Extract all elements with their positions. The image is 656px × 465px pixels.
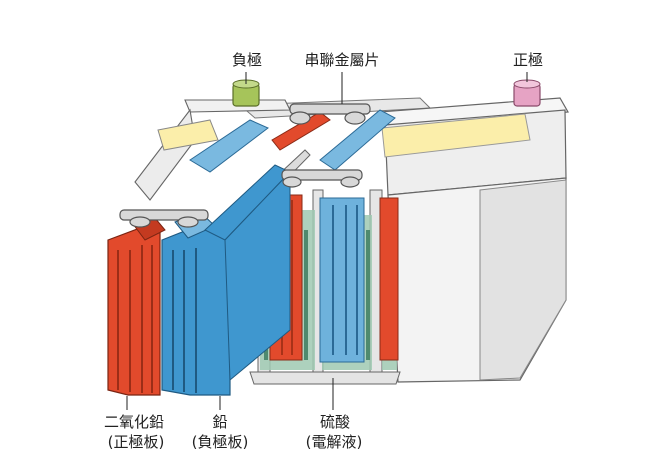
positive-plate-front: [107, 211, 166, 396]
negative-plate-middle: [319, 197, 365, 363]
label-connector-strap: 串聯金屬片: [304, 51, 380, 69]
label-electrolyte: (電解液): [305, 433, 363, 451]
connector-straps: [119, 103, 371, 228]
label-lead: 鉛: [212, 413, 228, 431]
leader-lines: [126, 72, 528, 410]
label-negative-terminal: 負極: [231, 51, 262, 69]
lid-highlight-left: [157, 119, 219, 151]
label-positive-plate: (正極板): [107, 433, 165, 451]
label-lead-dioxide: 二氧化鉛: [103, 413, 164, 431]
lid-highlight-right: [381, 113, 531, 158]
label-sulfuric-acid: 硫酸: [319, 413, 350, 431]
positive-plate-right: [379, 197, 399, 361]
casing-right-end: [378, 97, 569, 383]
negative-plate-front: [161, 164, 291, 396]
label-negative-plate: (負極板): [191, 433, 249, 451]
back-plates: [189, 109, 396, 173]
positive-terminal-post: [513, 79, 541, 107]
label-positive-terminal: 正極: [512, 51, 543, 69]
